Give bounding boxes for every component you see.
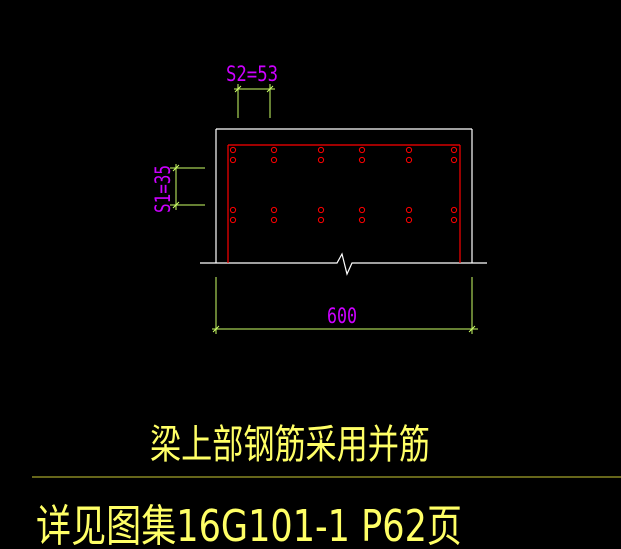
rebar-top-5 [405,156,413,164]
beam-outline [200,128,487,276]
dimension-s1-tick-top [172,164,180,172]
rebar-middle-6 [450,216,458,224]
dimension-width-tick-right [468,325,476,333]
rebar-middle-4 [358,216,366,224]
rebar-top-3 [317,156,325,164]
rebar-middle-1 [229,206,237,214]
rebar-middle-3 [317,206,325,214]
dimension-s2-tick-left [234,85,242,93]
dimension-width-tick-left [212,325,220,333]
dimension-width-label: 600 [327,304,357,328]
rebar-middle-2 [270,216,278,224]
rebar-top-6 [450,156,458,164]
break-line [200,252,487,276]
dimension-s2-tick-right [266,85,274,93]
rebar-middle-5 [405,216,413,224]
dimension-width [212,277,478,334]
rebar-top-1 [229,156,237,164]
rebar-middle-6 [450,206,458,214]
rebar-top-3 [317,146,325,154]
rebar-middle-1 [229,216,237,224]
rebar-top-2 [270,156,278,164]
rebar-middle-5 [405,206,413,214]
dimension-s2-label: S2=53 [226,62,278,86]
dimension-s1-tick-bottom [172,201,180,209]
dimension-s1-label: S1=35 [151,165,175,213]
dimension-s2 [234,84,275,118]
rebar-group [229,146,458,224]
rebar-top-1 [229,146,237,154]
rebar-middle-2 [270,206,278,214]
dimension-s1 [170,164,205,210]
rebar-top-5 [405,146,413,154]
rebar-top-6 [450,146,458,154]
rebar-top-2 [270,146,278,154]
rebar-top-4 [358,156,366,164]
rebar-top-4 [358,146,366,154]
rebar-middle-4 [358,206,366,214]
rebar-middle-3 [317,216,325,224]
note-reference: 详见图集16G101-1 P62页 [36,501,462,549]
stirrup [227,144,461,263]
note-main: 梁上部钢筋采用并筋 [150,422,430,468]
